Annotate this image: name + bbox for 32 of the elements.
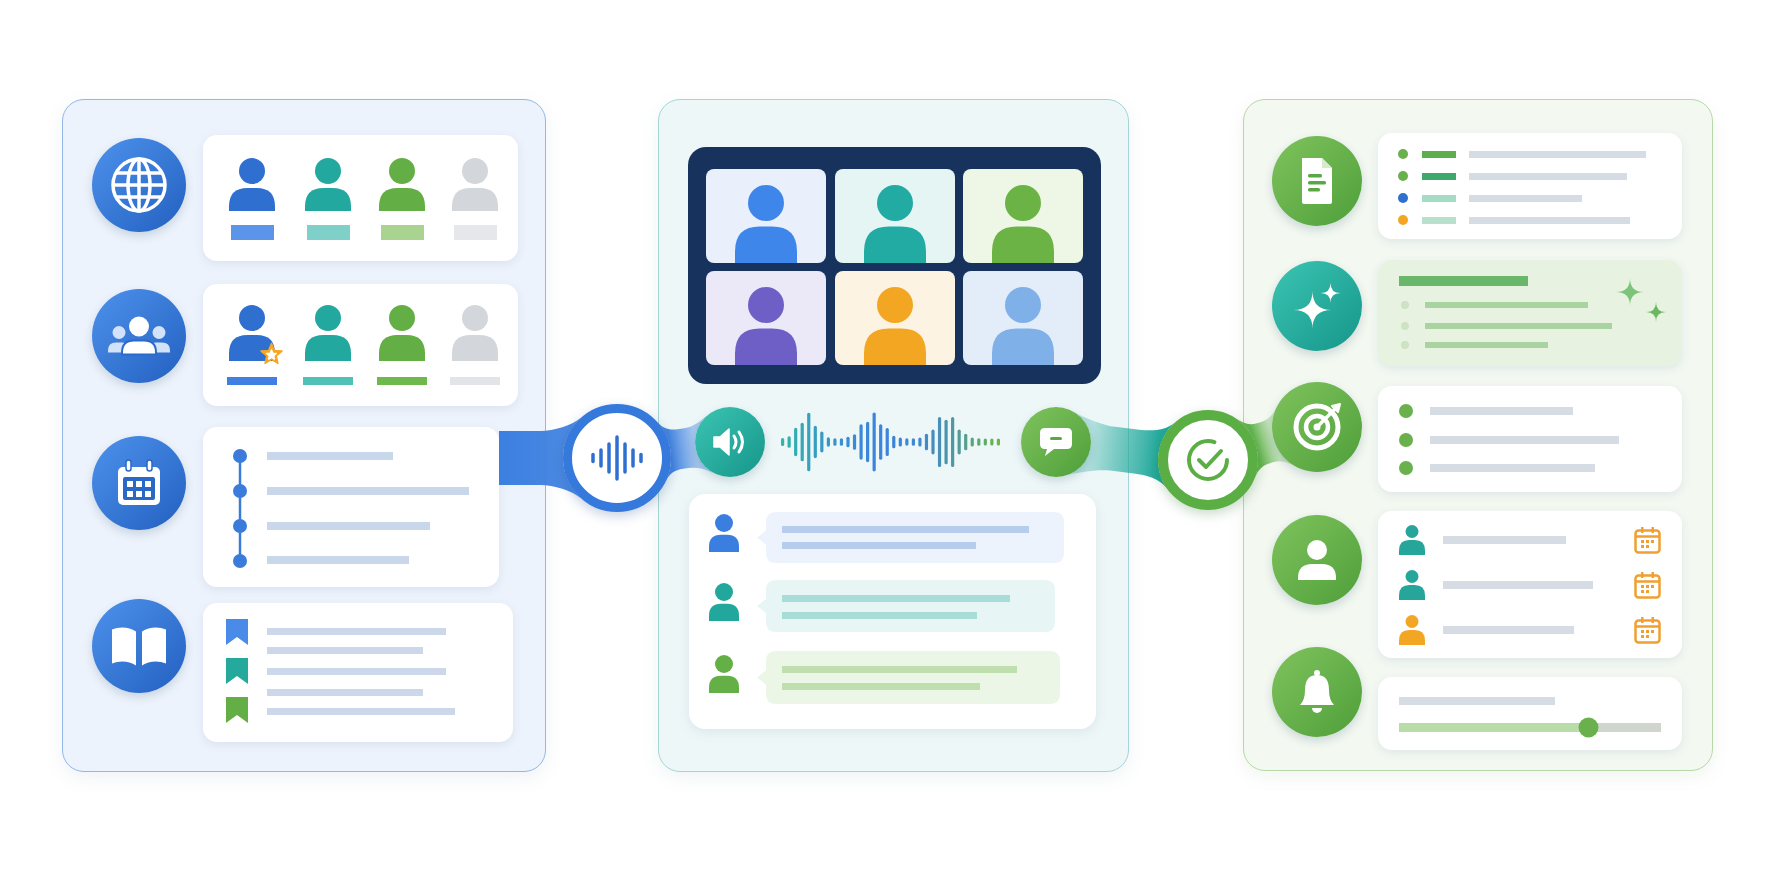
icon-badge [1272, 647, 1362, 737]
icon-badge [1272, 261, 1362, 351]
icon-badge [1272, 136, 1362, 226]
panel [1243, 99, 1713, 771]
timeline-card [203, 427, 499, 587]
panel [658, 99, 1129, 772]
chat-card [689, 494, 1096, 729]
icon-badge [92, 599, 186, 693]
list-card [1378, 133, 1682, 239]
profile-card [203, 284, 518, 406]
video-tile [706, 271, 826, 365]
speaker-circle [695, 407, 765, 477]
reading-card [203, 603, 513, 742]
video-tile [835, 169, 955, 263]
icon-badge [92, 436, 186, 530]
list-card [1378, 386, 1682, 492]
video-tile [835, 271, 955, 365]
icon-badge [92, 138, 186, 232]
panel [62, 99, 546, 772]
schedule-card [1378, 511, 1682, 658]
video-grid-frame [688, 147, 1101, 384]
video-tile [963, 169, 1083, 263]
chat-circle [1021, 407, 1091, 477]
reminder-card [1378, 677, 1682, 750]
video-tile [963, 271, 1083, 365]
icon-badge [1272, 382, 1362, 472]
icon-badge [1272, 515, 1362, 605]
hub-circle [1158, 410, 1258, 510]
icon-badge [92, 289, 186, 383]
video-tile [706, 169, 826, 263]
summary-card [1378, 260, 1682, 366]
profile-card [203, 135, 518, 261]
